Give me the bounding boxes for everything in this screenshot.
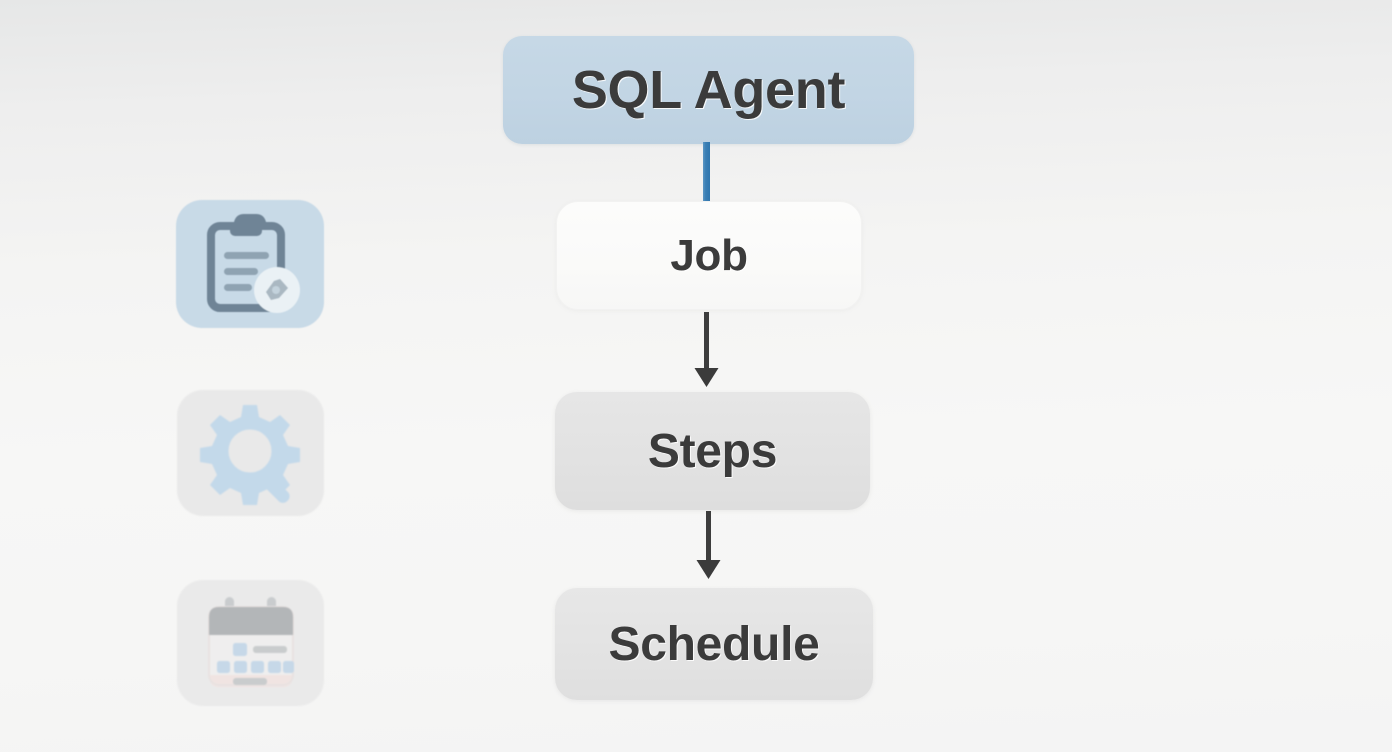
calendar-cell-highlight [232,643,247,656]
arrow-shaft [706,511,711,564]
node-job[interactable]: Job [556,201,862,310]
arrow-job-to-steps-glyph [694,312,719,387]
calendar-cell-2 [233,661,247,673]
calendar-cell-1 [216,661,230,673]
node-sql-agent[interactable]: SQL Agent [503,36,914,144]
connector-agent-to-job [703,142,710,202]
calendar-bar-bottom [232,678,267,685]
arrow-steps-to-schedule-glyph [696,511,721,579]
calendar-header [208,607,293,635]
arrow-shaft [704,312,709,372]
gear-inner-hole [227,429,272,473]
clipboard-clip-bar [230,224,262,236]
node-schedule-label: Schedule [608,617,820,671]
clipboard-line-3 [224,284,252,291]
node-sql-agent-label: SQL Agent [571,60,846,120]
node-steps[interactable]: Steps [555,392,870,510]
clipboard-line-2 [224,268,258,275]
node-job-label: Job [670,230,748,280]
calendar-cell-3 [250,661,264,673]
icon-tile-gear-search [177,390,324,516]
calendar-cell-4 [267,661,281,673]
arrow-head [694,368,719,387]
node-schedule[interactable]: Schedule [555,588,873,700]
arrow-head [696,560,721,579]
clipboard-line-1 [224,252,269,259]
clipboard-task-icon [207,214,300,313]
magnifier-handle [256,470,290,503]
gear-search-icon [199,405,300,505]
icon-tile-calendar-schedule [177,580,324,706]
gear-badge-glyph [266,279,288,300]
calendar-schedule-icon [207,597,294,687]
magnifier-ring [219,420,280,482]
calendar-cell-5 [282,661,294,673]
icon-tile-clipboard-task [176,200,324,328]
node-steps-label: Steps [647,424,778,478]
calendar-bar-top [252,646,287,653]
